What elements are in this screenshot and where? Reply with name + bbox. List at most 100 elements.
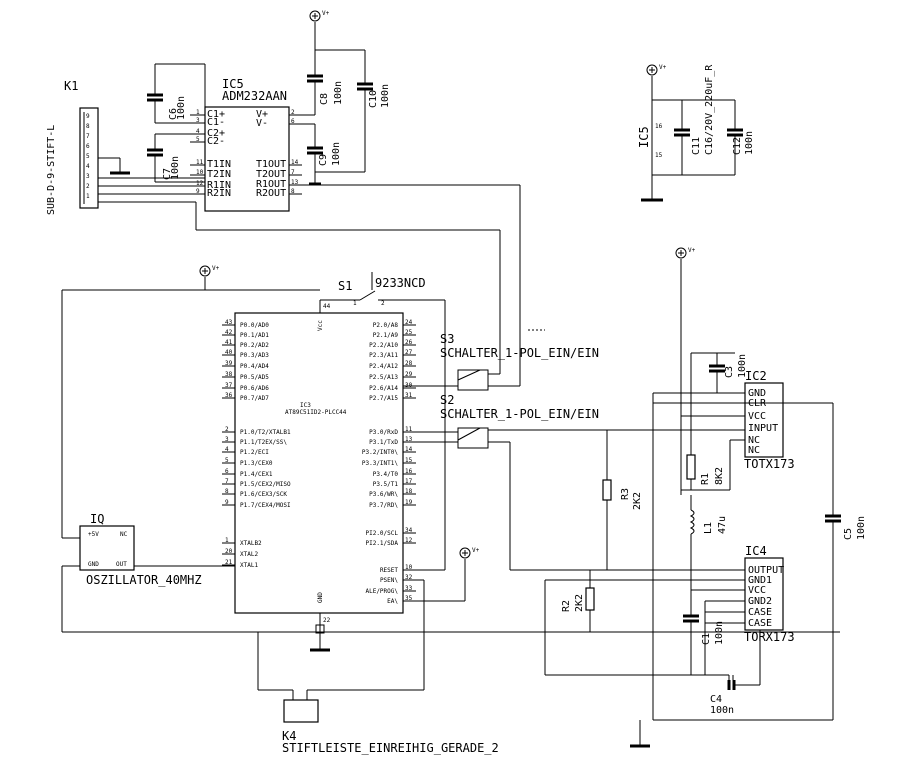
ic2-pin-label: INPUT	[748, 423, 778, 434]
svg-text:C1: C1	[701, 633, 712, 645]
ic5-pin-label: R1OUT	[256, 179, 286, 190]
resistor-r2: R2 2K2	[561, 570, 595, 632]
ic3-pin-label: P1.7/CEX4/MOSI	[240, 502, 291, 509]
svg-text:S2: S2	[440, 393, 454, 407]
ic5-pin-label: V-	[256, 118, 268, 129]
ic4-pin-label: VCC	[748, 585, 766, 596]
ic3-pin-label: P1.5/CEX2/MISO	[240, 481, 291, 488]
svg-text:C3: C3	[724, 366, 735, 378]
svg-text:SCHALTER_1-POL_EIN/EIN: SCHALTER_1-POL_EIN/EIN	[440, 407, 599, 421]
ic3-pin-label: P0.7/AD7	[240, 395, 269, 402]
ic3-pin-label: P3.7/RD\	[369, 502, 398, 509]
ic5-pin-label: T2OUT	[256, 169, 286, 180]
svg-text:IQ: IQ	[90, 512, 104, 526]
svg-text:SCHALTER_1-POL_EIN/EIN: SCHALTER_1-POL_EIN/EIN	[440, 346, 599, 360]
ic4-pin-label: CASE	[748, 618, 772, 629]
vplus-symbol-ic3: V+	[199, 265, 220, 277]
ic3-pin-label: P3.2/INT0\	[362, 449, 399, 456]
ic2-pin-label: GND	[748, 388, 766, 399]
svg-text:R1: R1	[700, 473, 711, 485]
ic3-pin-label: PI2.1/SDA	[365, 540, 398, 547]
vplus-symbol-c11: V+	[646, 64, 667, 76]
svg-text:44: 44	[323, 303, 331, 310]
ic3-pin-label: P0.5/AD5	[240, 374, 269, 381]
ic5-pin-label: C1-	[207, 117, 225, 128]
svg-text:100n: 100n	[380, 84, 391, 108]
capacitor-c5: C5 100n	[630, 402, 867, 748]
ic3-pin-number: 21	[225, 559, 233, 566]
ic3-pin-number: 26	[405, 339, 413, 346]
svg-text:2: 2	[381, 300, 385, 307]
ic3-pin-number: 31	[405, 392, 413, 399]
ic3-pin-number: 43	[225, 319, 233, 326]
svg-text:100n: 100n	[856, 516, 867, 540]
ic3-pin-number: 28	[405, 360, 413, 367]
vplus-symbol-ic2: V+	[675, 247, 696, 259]
ic3-pin-number: 41	[225, 339, 233, 346]
ic5-pin-label: R2OUT	[256, 188, 286, 199]
inductor-l1: L1 47u	[689, 495, 728, 590]
ic2-pin-label: NC	[748, 445, 760, 456]
ic3-pin-label: P3.0/RxD	[369, 429, 398, 436]
ic3-pin-number: 37	[225, 382, 233, 389]
svg-text:C16/20V_220uF_R: C16/20V_220uF_R	[704, 64, 715, 155]
svg-text:1: 1	[353, 300, 357, 307]
k1-pin-number: 2	[86, 183, 90, 190]
ic5-pin-label: V+	[256, 109, 268, 120]
ic3-pin-number: 34	[405, 527, 413, 534]
ic3-pin-number: 3	[225, 436, 229, 443]
ic5-pin-label: C2+	[207, 128, 225, 139]
ic3-pin-label: P2.0/A8	[373, 322, 399, 329]
resistor-r3: R3 2K2	[602, 430, 643, 570]
ic2-pin-label: NC	[748, 435, 760, 446]
ic3-pin-number: 7	[225, 478, 229, 485]
ic3-pin-label: P1.3/CEX0	[240, 460, 273, 467]
ic3-pin-number: 20	[225, 548, 233, 555]
svg-text:C4: C4	[710, 694, 722, 705]
ic5-pin-number: 6	[291, 118, 295, 125]
ic3-pin-number: 2	[225, 426, 229, 433]
svg-text:S3: S3	[440, 332, 454, 346]
ic3-pin-number: 16	[405, 468, 413, 475]
svg-text:C9: C9	[318, 154, 329, 166]
ic3-pin-label: EA\	[387, 598, 398, 605]
ic3-pin-label: P0.2/AD2	[240, 342, 269, 349]
svg-text:GND: GND	[317, 592, 324, 603]
ic3-pin-label: P0.4/AD4	[240, 363, 269, 370]
svg-text:L1: L1	[703, 522, 714, 534]
ic3-pin-number: 12	[405, 537, 413, 544]
switch-s2: S2 SCHALTER_1-POL_EIN/EIN	[403, 393, 745, 571]
ic3-pin-label: XTALB2	[240, 540, 262, 547]
ic3-pin-label: XTAL1	[240, 562, 258, 569]
svg-text:22: 22	[323, 617, 331, 624]
svg-text:V+: V+	[688, 247, 696, 254]
ic5-pin-number: 4	[196, 128, 200, 135]
svg-text:100n: 100n	[744, 131, 755, 155]
ic3-pin-number: 5	[225, 457, 229, 464]
ic2-wiring: C3 100n	[652, 259, 748, 720]
ic3-pin-label: P2.2/A10	[369, 342, 398, 349]
ic3-power-wiring	[61, 277, 330, 652]
k1-pin-number: 3	[86, 173, 90, 180]
ic4-pin-label: GND1	[748, 575, 772, 586]
ic5-pin-number: 5	[196, 136, 200, 143]
ic3-pin-number: 33	[405, 585, 413, 592]
k1-pin-number: 9	[86, 113, 90, 120]
ic3-pin-label: P1.6/CEX3/SCK	[240, 491, 287, 498]
svg-text:TORX173: TORX173	[744, 630, 795, 644]
ic5-pin-number: 14	[291, 159, 299, 166]
ic3-pin-number: 35	[405, 595, 413, 602]
capacitor-c8: C8 100n	[289, 22, 344, 116]
k1-pin-number: 7	[86, 133, 90, 140]
svg-text:OUT: OUT	[116, 561, 127, 568]
k1-pin-number: 5	[86, 153, 90, 160]
svg-text:16: 16	[655, 123, 663, 130]
svg-text:2K2: 2K2	[574, 594, 585, 612]
switch-s3: S3 SCHALTER_1-POL_EIN/EIN	[403, 329, 599, 391]
ic3-pin-label: P0.0/AD0	[240, 322, 269, 329]
ic3-pin-number: 9	[225, 499, 229, 506]
ic3-pin-number: 15	[405, 457, 413, 464]
svg-text:100n: 100n	[176, 96, 187, 120]
ic3-pin-label: P2.7/A15	[369, 395, 398, 402]
